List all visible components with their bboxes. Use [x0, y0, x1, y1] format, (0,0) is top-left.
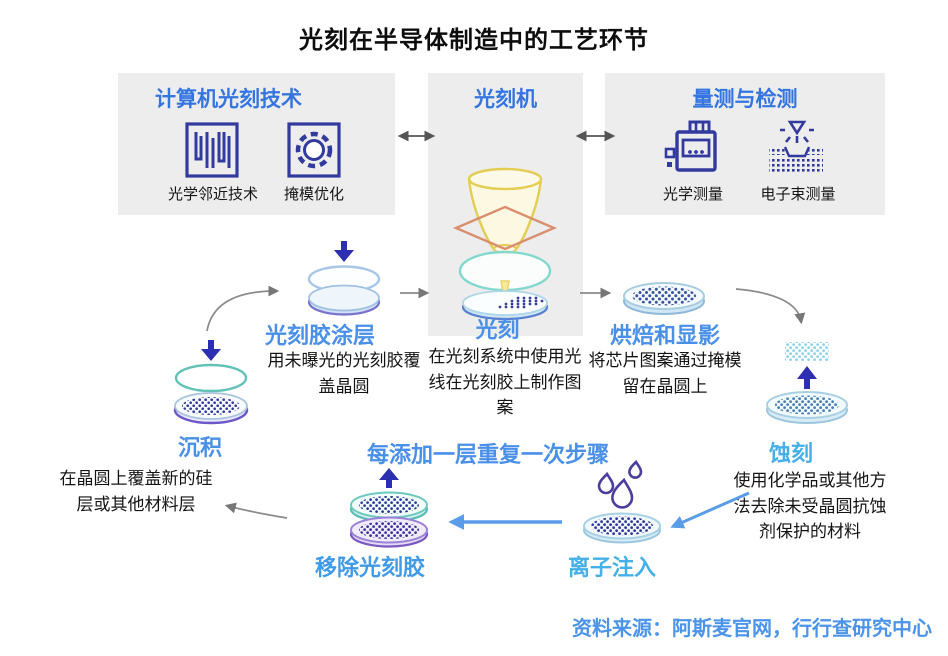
mask-ring-icon: [287, 122, 341, 178]
label-ebeam-measurement: 电子束测量: [760, 186, 836, 203]
etch-wafer-icon: [766, 342, 848, 424]
resist-coating-wafer-icon: [307, 241, 381, 316]
step-desc-coating: 用未曝光的光刻胶覆盖晶圆: [267, 351, 421, 396]
step-label-coating: 光刻胶涂层: [264, 323, 375, 348]
up-arrow-icon: [797, 366, 817, 389]
step-label-bake-develop: 烘焙和显影: [609, 323, 720, 348]
optical-metrology-icon: [664, 120, 717, 172]
down-arrow-icon: [201, 340, 221, 361]
step-label-remove-resist: 移除光刻胶: [314, 555, 425, 580]
label-mask-optimization: 掩模优化: [283, 186, 344, 203]
panel-metrology-title: 量测与检测: [692, 88, 798, 111]
arrow-bake-to-etch: [735, 288, 806, 325]
panel-computational-title: 计算机光刻技术: [155, 88, 302, 111]
label-optical-proximity: 光学邻近技术: [167, 186, 258, 203]
source-attribution: 资料来源：阿斯麦官网，行行查研究中心: [572, 618, 932, 640]
bake-develop-wafer-icon: [623, 282, 705, 315]
remove-resist-wafer-icon: [349, 468, 429, 548]
step-label-ion-implant: 离子注入: [567, 555, 656, 580]
page-title: 光刻在半导体制造中的工艺环节: [299, 27, 649, 54]
loop-repeat-label: 每添加一层重复一次步骤: [366, 442, 609, 467]
step-label-deposition: 沉积: [177, 435, 222, 460]
arrow-strip-to-deposition: [224, 502, 288, 519]
maze-pattern-icon: [185, 122, 239, 178]
ebeam-metrology-icon: [769, 120, 823, 172]
step-desc-deposition: 在晶圆上覆盖新的硅层或其他材料层: [59, 469, 213, 514]
step-desc-lithography: 在光刻系统中使用光线在光刻胶上制作图案: [428, 347, 582, 417]
droplets-icon: [597, 460, 643, 509]
step-desc-bake-develop: 将芯片图案通过掩模留在晶圆上: [588, 351, 742, 396]
ion-implant-wafer-icon: [583, 460, 661, 544]
up-arrow-icon: [379, 468, 399, 488]
step-label-etch: 蚀刻: [768, 441, 813, 466]
lithography-scanner-icon: [452, 167, 558, 321]
wafer-pattern-dots: [498, 296, 544, 309]
down-arrow-icon: [334, 241, 354, 262]
panel-metrology: 量测与检测 光学测量 电子束测量: [605, 73, 885, 215]
deposition-wafer-icon: [173, 340, 249, 425]
step-desc-etch: 使用化学品或其他方法去除未受晶圆抗蚀剂保护的材料: [733, 471, 887, 541]
removed-layer-dots: [785, 342, 829, 361]
step-label-lithography: 光刻: [475, 317, 520, 342]
label-optical-measurement: 光学测量: [662, 186, 723, 203]
panel-scanner-title: 光刻机: [474, 88, 537, 111]
mask-diamond: [452, 205, 558, 251]
panel-computational-lithography: 计算机光刻技术 光学邻近技术 掩模优化: [118, 73, 395, 215]
panel-scanner: 光刻机: [428, 73, 583, 336]
